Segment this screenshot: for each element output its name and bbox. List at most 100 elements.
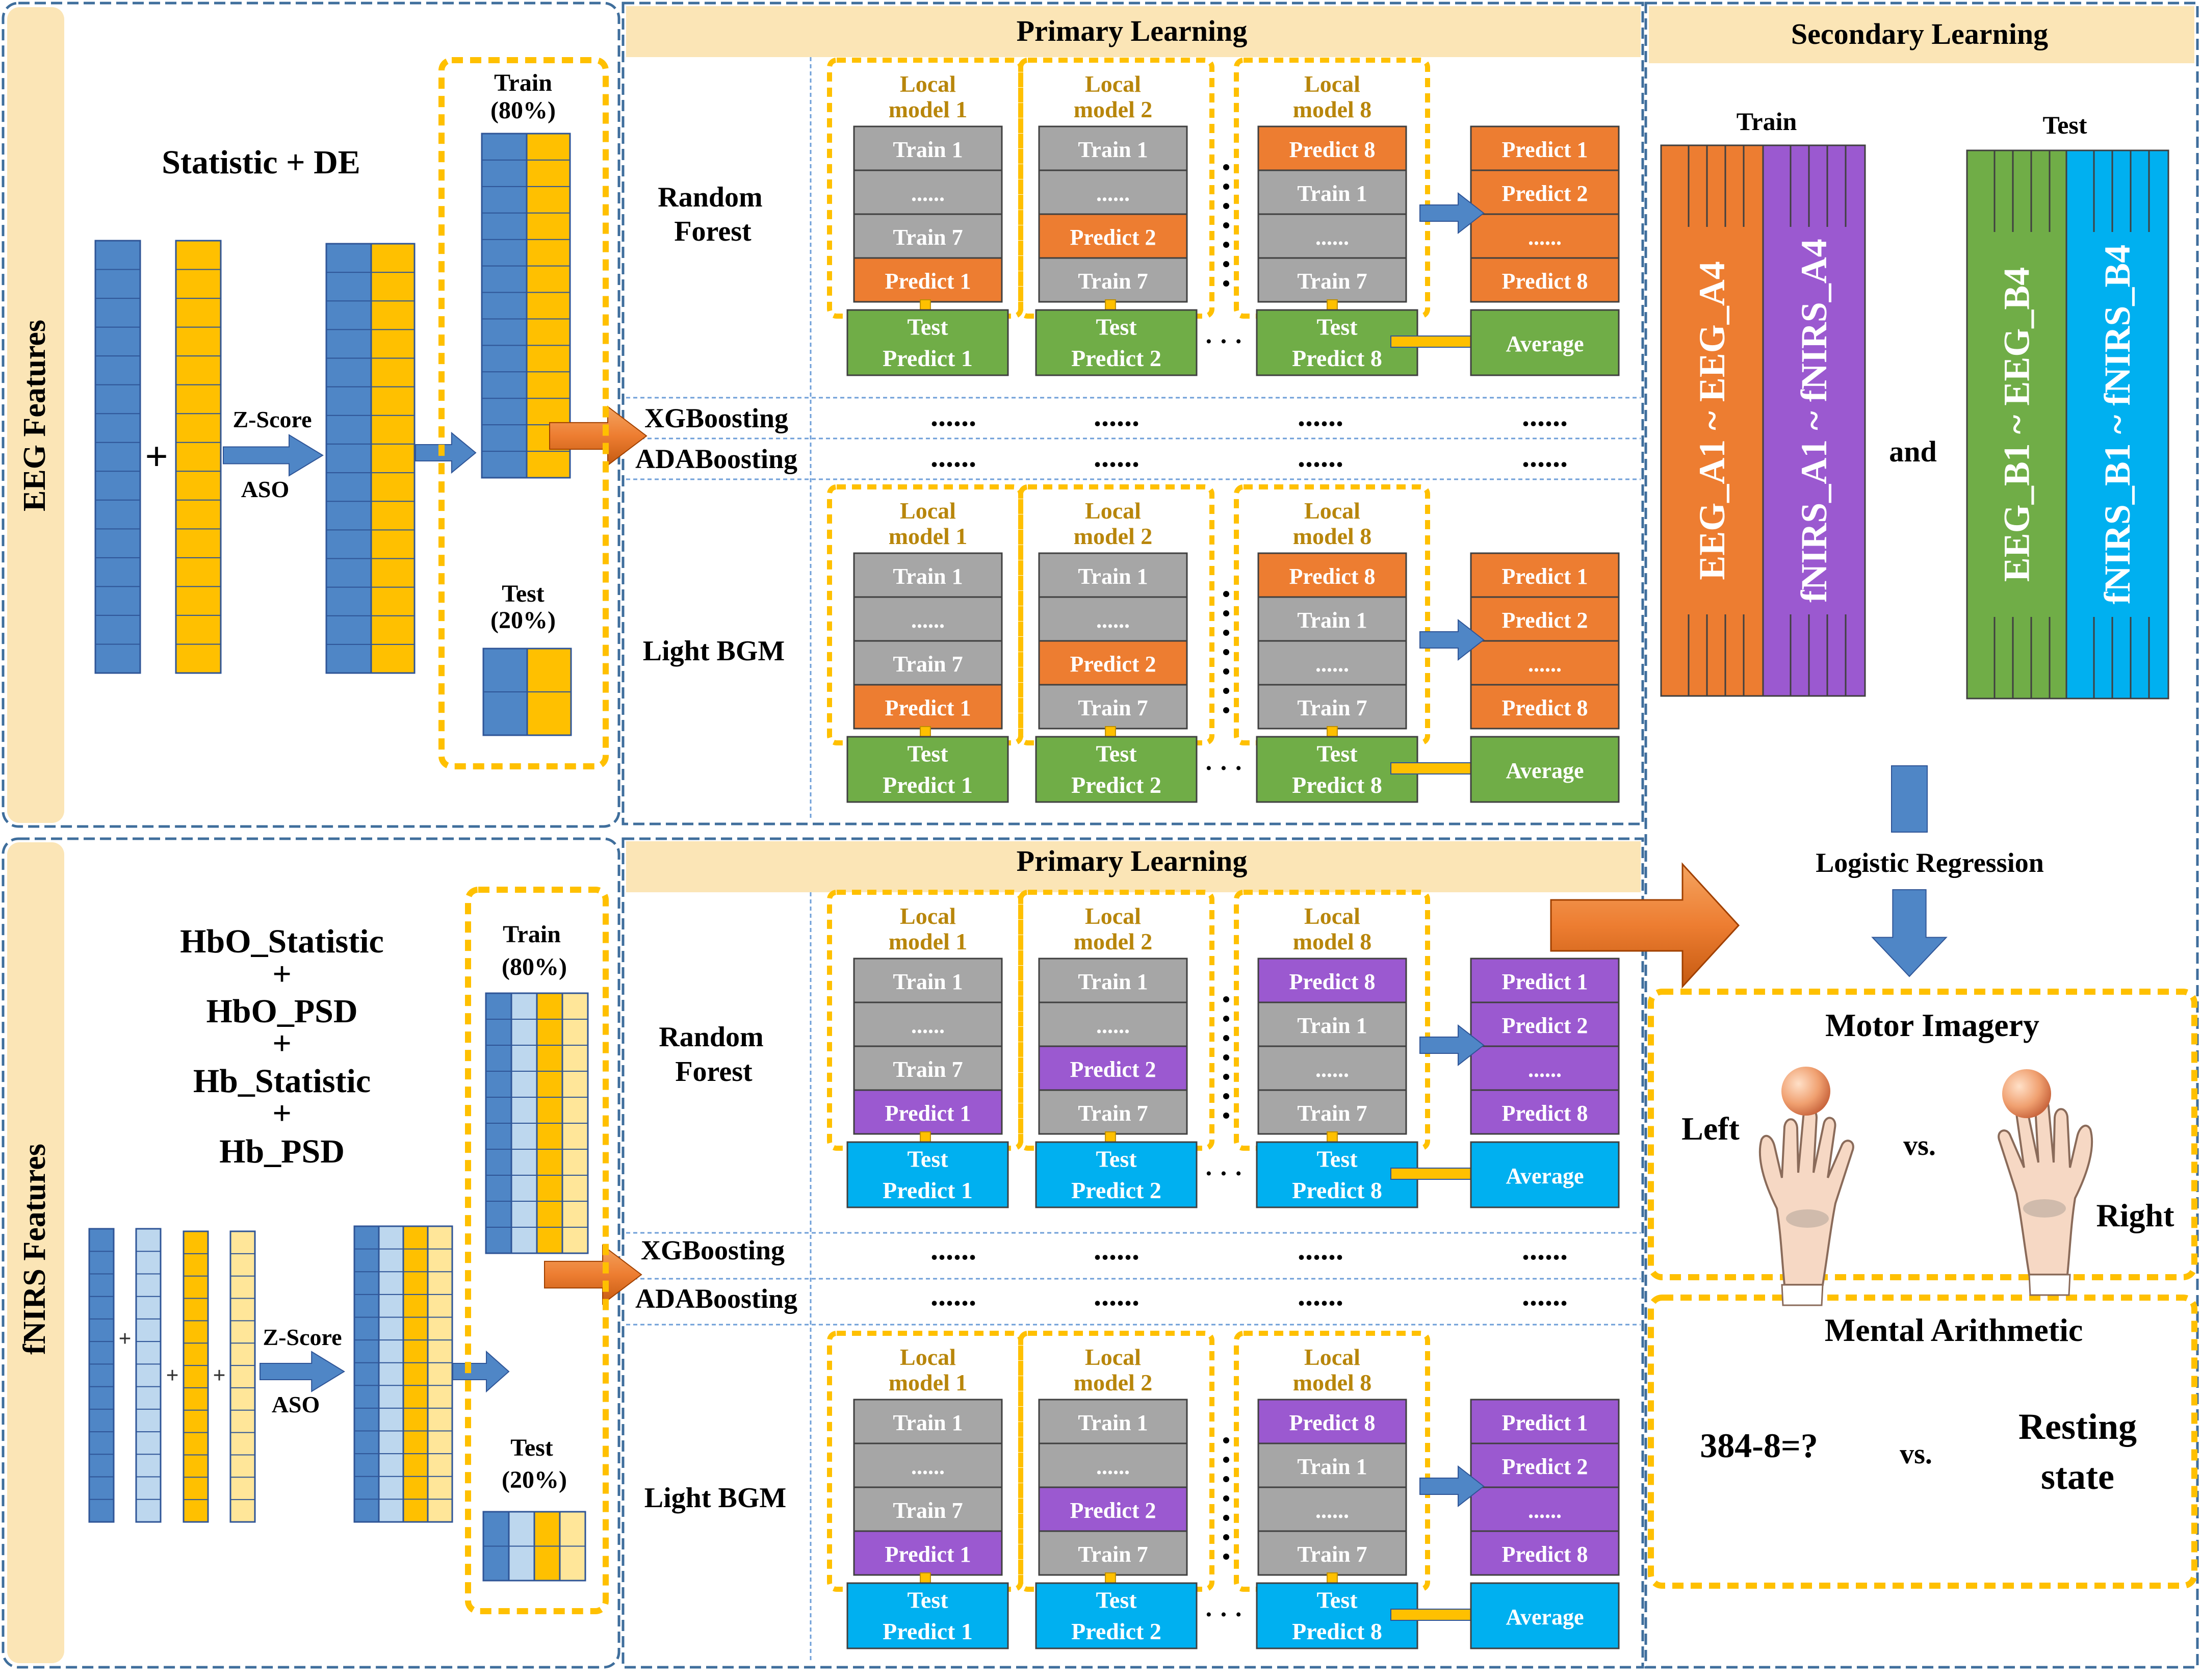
fnirs-rf-vdots xyxy=(1223,1093,1229,1099)
fnirs-rf-test-box-2 xyxy=(1035,1141,1198,1208)
fnirs-rf-local-model-3-row-0 xyxy=(1257,958,1407,1003)
eeg-rf-local-model-2-title-2: model 2 xyxy=(1074,96,1153,122)
eeg-rf-stack-pred-1-label: Predict 2 xyxy=(1501,181,1588,206)
fnirs-lgbm-stack-arrow xyxy=(1419,1465,1485,1508)
fnirs-zscore-arrow xyxy=(260,1351,345,1392)
fnirs-rf-dashed-box-3 xyxy=(1234,890,1430,1151)
primary-top-ada-label: ADABoosting xyxy=(635,444,797,474)
secondary-bar-eeg-a-label: EEG_A1 ~ EEG_A4 xyxy=(1692,261,1732,580)
fnirs-rf-local-model-1-row-1 xyxy=(853,1001,1003,1047)
fnirs-lgbm-local-model-2-row-1 xyxy=(1038,1442,1188,1488)
eeg-rf-stack-pred-2-label: ...... xyxy=(1528,225,1562,250)
eeg-rf-dashed-box-2 xyxy=(1018,58,1214,319)
fnirs-rf-local-model-3-row-2-label: ...... xyxy=(1315,1057,1349,1082)
eeg-rf-test-box-1-line-2: Predict 1 xyxy=(883,345,973,371)
primary-bottom-ada-label: ADABoosting xyxy=(635,1283,797,1314)
fnirs-rf-stack-pred-1 xyxy=(1470,1001,1620,1047)
fnirs-rf-stack-pred-2 xyxy=(1470,1045,1620,1091)
resting-label-2: state xyxy=(2041,1456,2114,1497)
fnirs-hbo-stat-column xyxy=(88,1228,115,1523)
eeg-lgbm-stack-pred-1-label: Predict 2 xyxy=(1501,608,1588,633)
eeg-lgbm-vdots xyxy=(1223,591,1229,597)
eeg-rf-stack-arrow xyxy=(1419,192,1485,235)
fnirs-rf-local-model-2-row-2-label: Predict 2 xyxy=(1070,1057,1156,1082)
eeg-rf-local-model-2-row-2 xyxy=(1038,213,1188,259)
fnirs-rf-local-model-2-row-0-label: Train 1 xyxy=(1078,969,1148,994)
eeg-lgbm-local-model-1-row-1-label: ...... xyxy=(911,608,945,633)
eeg-lgbm-local-model-1-row-2 xyxy=(853,640,1003,686)
eeg-lgbm-vdots xyxy=(1223,688,1229,694)
eeg-lgbm-average-box-label: Average xyxy=(1506,758,1584,783)
primary-top-dots-1-1: ...... xyxy=(1094,440,1140,473)
eeg-lgbm-local-model-3-row-2-label: ...... xyxy=(1315,652,1349,677)
fnirs-rf-test-box-1 xyxy=(846,1141,1009,1208)
fnirs-plus-3: + xyxy=(213,1363,225,1388)
eeg-rf-stack-pred-0-label: Predict 1 xyxy=(1501,137,1588,162)
eeg-rf-local-model-3-title-2: model 8 xyxy=(1293,96,1372,122)
eeg-rf-local-model-1-row-2 xyxy=(853,213,1003,259)
eeg-rf-test-box-2-line-1: Test xyxy=(1096,314,1137,340)
fnirs-lgbm-test-box-3-line-2: Predict 8 xyxy=(1292,1618,1382,1644)
eeg-lgbm-vdots xyxy=(1223,610,1229,616)
fnirs-hb-stat-column xyxy=(183,1230,209,1523)
fnirs-rf-local-model-3-row-1-label: Train 1 xyxy=(1297,1013,1367,1038)
eeg-norm-column-blue xyxy=(325,243,372,674)
fnirs-lgbm-local-model-3-row-2-label: ...... xyxy=(1315,1498,1349,1523)
eeg-lgbm-test-box-1-line-2: Predict 1 xyxy=(883,772,973,798)
fnirs-lgbm-stack-pred-1 xyxy=(1470,1442,1620,1488)
eeg-lgbm-dashed-box-2 xyxy=(1018,484,1214,745)
fnirs-rf-test-box-1-line-1: Test xyxy=(907,1146,948,1172)
primary-top-rf-label-2: Forest xyxy=(674,216,752,247)
fnirs-lgbm-test-box-3-line-1: Test xyxy=(1316,1587,1358,1613)
fnirs-lgbm-vdots xyxy=(1223,1534,1229,1540)
fnirs-lgbm-dashed-box-3 xyxy=(1234,1331,1430,1592)
fnirs-rf-local-model-1-row-1-label: ...... xyxy=(911,1013,945,1038)
eeg-rf-test-box-1-line-1: Test xyxy=(907,314,948,340)
eeg-test-pct: (20%) xyxy=(490,607,556,634)
primary-top-dots-0-3: ...... xyxy=(1522,399,1568,432)
fnirs-norm-col-3 xyxy=(402,1225,429,1523)
eeg-rf-vdots xyxy=(1223,242,1229,248)
fnirs-train-col-3 xyxy=(536,992,563,1254)
primary-bottom-dots-0-2: ...... xyxy=(1298,1232,1343,1266)
fnirs-train-col-4 xyxy=(561,992,589,1254)
fnirs-rf-local-model-2-row-3-label: Train 7 xyxy=(1078,1101,1148,1126)
secondary-header xyxy=(1649,6,2194,63)
fnirs-to-primary-arrow xyxy=(544,1244,642,1305)
eeg-lgbm-local-model-2-row-0-label: Train 1 xyxy=(1078,564,1148,589)
left-ball-icon xyxy=(1781,1067,1830,1116)
eeg-lgbm-local-model-1-row-1 xyxy=(853,596,1003,642)
fnirs-split-arrow xyxy=(452,1350,510,1393)
fnirs-lgbm-local-model-3-row-1 xyxy=(1257,1442,1407,1488)
fnirs-lgbm-local-model-2-row-2-label: Predict 2 xyxy=(1070,1498,1156,1523)
fnirs-lgbm-local-model-2-title-2: model 2 xyxy=(1074,1369,1153,1395)
fnirs-test-col-4 xyxy=(559,1511,586,1582)
fnirs-rf-local-model-3-row-1 xyxy=(1257,1001,1407,1047)
mental-equation: 384-8=? xyxy=(1700,1426,1818,1465)
eeg-lgbm-local-model-3-row-3 xyxy=(1257,684,1407,730)
motor-right-label: Right xyxy=(2096,1197,2175,1233)
fnirs-rf-local-model-1-row-3-label: Predict 1 xyxy=(885,1101,971,1126)
primary-top-dots-1-2: ...... xyxy=(1298,440,1343,473)
eeg-rf-vdots xyxy=(1223,261,1229,267)
eeg-rf-test-box-2 xyxy=(1035,309,1198,376)
primary-bottom-dots-1-3: ...... xyxy=(1522,1278,1568,1312)
fnirs-rf-stack-pred-0 xyxy=(1470,958,1620,1003)
secondary-down-shaft xyxy=(1891,765,1928,833)
eeg-lgbm-local-model-2-title-2: model 2 xyxy=(1074,523,1153,549)
eeg-plus: + xyxy=(145,434,168,479)
fnirs-rf-stack-pred-0-label: Predict 1 xyxy=(1501,969,1588,994)
primary-header-bottom xyxy=(626,841,1641,892)
fnirs-title-line: + xyxy=(272,1025,292,1062)
eeg-rf-local-model-1-row-0 xyxy=(853,125,1003,171)
eeg-zscore-label: Z-Score xyxy=(232,406,312,432)
eeg-to-primary-arrow xyxy=(549,405,648,467)
fnirs-lgbm-average-box xyxy=(1470,1582,1620,1649)
eeg-rf-local-model-3-title-1: Local xyxy=(1304,71,1360,97)
fnirs-hb-psd-column xyxy=(229,1230,256,1523)
eeg-lgbm-test-box-2 xyxy=(1035,736,1198,803)
motor-vs-label: vs. xyxy=(1903,1130,1936,1161)
